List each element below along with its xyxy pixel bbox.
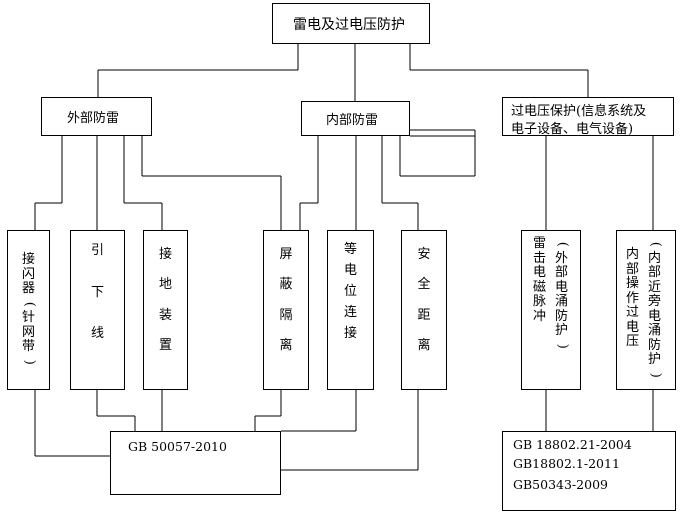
internal-overvoltage-label-char: 过 [626,305,640,321]
grounding-label-char: 装 [158,307,172,323]
root-label: 雷电及过电压防护 [293,17,405,33]
air-terminal-label-char: 网 [21,324,35,340]
lemp-box: 雷击电磁脉冲 ( 外部电涌防护) [521,230,581,390]
internal-protection-label: 内部防雷 [326,113,379,128]
standard-gb18802-21: GB 18802.21-2004 [513,437,632,452]
lemp-note-char: 涌 [555,294,569,310]
internal-overvoltage-note-char: 部 [648,265,662,281]
air-terminal-label-char: 接 [21,252,35,267]
internal-overvoltage-label-char: 作 [626,290,640,306]
internal-overvoltage-label: 内部操作过电压 [626,247,640,350]
shielding-label-char: 隔 [279,307,293,323]
equipotential-label-char: 连 [343,305,357,321]
internal-overvoltage-label-char: 内 [626,247,640,262]
safety-distance-label-char: 全 [417,277,431,293]
internal-overvoltage-label-char: 部 [626,261,640,277]
external-protection-box: 外部防雷 [41,97,152,136]
lemp-note-char: 防 [555,308,569,324]
safety-distance-box: 安全距离 [401,230,447,390]
internal-overvoltage-note-char: 旁 [648,294,662,310]
internal-overvoltage-box: 内部操作过电压 ( 内部近旁电涌防护) [616,230,676,390]
internal-overvoltage-note: ( 内部近旁电涌防护) [647,237,663,382]
external-protection-label: 外部防雷 [67,111,120,126]
lemp-label-char: 击 [533,250,547,266]
grounding-label: 接地装置 [144,243,187,353]
safety-distance-label-char: 离 [417,337,431,353]
equipotential-label-char: 电 [343,263,357,279]
air-terminal-label-char: 针 [21,310,35,326]
shielding-box: 屏蔽隔离 [263,230,309,390]
safety-distance-label-char: 距 [417,307,431,323]
lemp-label-char: 脉 [533,294,547,310]
lemp-note-char: 电 [555,279,569,295]
internal-overvoltage-note-char: ) [647,372,663,378]
safety-distance-label: 安全距离 [402,243,446,353]
air-terminal-label-char: 带 [21,339,35,355]
standard-gb50343: GB50343-2009 [513,477,608,492]
overvoltage-standards-box: GB 18802.21-2004 GB18802.1-2011 GB50343-… [502,431,676,511]
internal-overvoltage-note-char: 电 [648,308,662,324]
standard-gb50057-box: GB 50057-2010 [110,431,281,495]
standard-gb18802-1: GB18802.1-2011 [513,456,620,471]
air-terminal-label-char: ) [21,359,37,365]
internal-overvoltage-label-char: 操 [626,276,640,292]
down-conductor-label-char: 下 [90,284,104,300]
lemp-note-char: 部 [555,265,569,281]
lemp-note-char: ) [554,343,570,349]
internal-protection-box: 内部防雷 [301,101,410,136]
shielding-label-char: 屏 [279,247,293,262]
internal-overvoltage-note-char: 防 [648,337,662,353]
overvoltage-protection-box: 过电压保护(信息系统及 电子设备、电气设备) [502,97,674,137]
air-terminal-box: 接闪器 ( 针网带) [7,230,50,390]
safety-distance-label-char: 安 [417,247,431,262]
internal-overvoltage-label-char: 压 [626,334,640,350]
lemp-label-char: 电 [533,265,547,281]
internal-overvoltage-note-char: 涌 [648,323,662,339]
lemp-note-char: ( [554,241,570,247]
internal-overvoltage-note-char: 内 [648,250,662,266]
internal-overvoltage-note-char: 护 [648,352,662,368]
internal-overvoltage-label-char: 电 [626,319,640,335]
grounding-box: 接地装置 [143,230,188,390]
equipotential-label: 等电位连接 [328,239,373,344]
lemp-note: ( 外部电涌防护) [554,237,570,353]
down-conductor-box: 引下线 [70,230,125,390]
overvoltage-protection-label-line1: 过电压保护(信息系统及 [511,104,647,119]
standard-gb50057: GB 50057-2010 [128,439,227,454]
equipotential-box: 等电位连接 [327,230,374,390]
lemp-label-char: 冲 [533,308,547,324]
internal-overvoltage-note-char: 近 [648,279,662,295]
lemp-label-char: 雷 [533,236,547,251]
air-terminal-label: 接闪器 ( 针网带) [8,252,49,369]
equipotential-label-char: 等 [343,242,357,257]
equipotential-label-char: 位 [343,284,357,300]
shielding-label-char: 蔽 [279,277,293,293]
lemp-note-char: 外 [555,250,569,266]
air-terminal-label-char: ( [21,301,37,307]
lemp-label: 雷击电磁脉冲 [533,236,547,324]
shielding-label: 屏蔽隔离 [264,243,308,353]
down-conductor-label: 引下线 [71,239,124,341]
air-terminal-label-char: 闪 [21,266,35,282]
grounding-label-char: 置 [158,337,172,353]
lemp-note-char: 护 [555,323,569,339]
shielding-label-char: 离 [279,337,293,353]
overvoltage-protection-label-line2: 电子设备、电气设备) [511,122,634,137]
root-box: 雷电及过电压防护 [272,3,430,44]
equipotential-label-char: 接 [343,326,357,342]
lemp-label-char: 磁 [533,279,547,295]
grounding-label-char: 接 [158,247,172,262]
down-conductor-label-char: 引 [90,243,104,258]
down-conductor-label-char: 线 [90,326,104,341]
grounding-label-char: 地 [158,277,172,293]
air-terminal-label-char: 器 [21,281,35,297]
internal-overvoltage-note-char: ( [647,241,663,247]
